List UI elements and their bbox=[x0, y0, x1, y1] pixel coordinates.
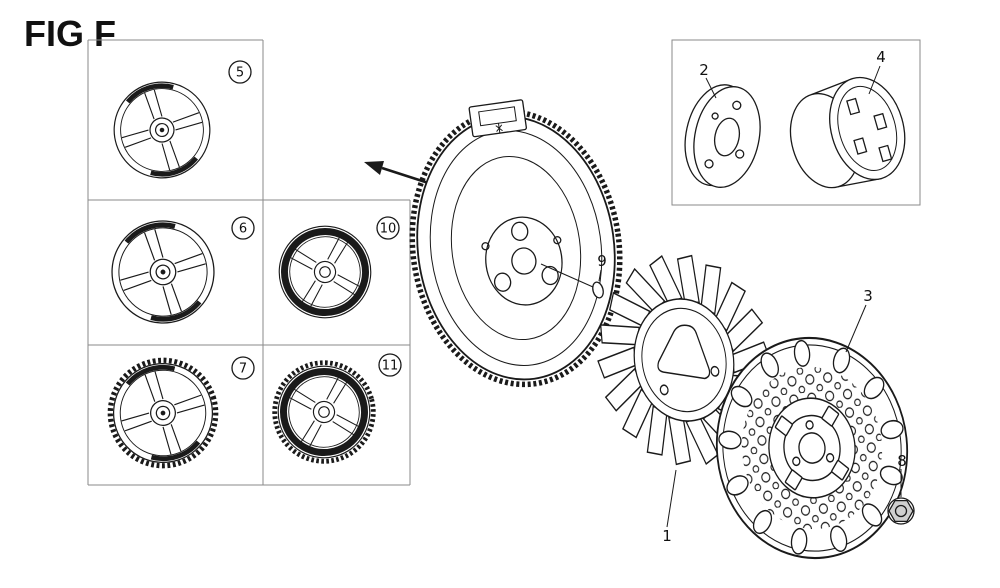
svg-text:11: 11 bbox=[382, 359, 399, 374]
variant-wheel-7 bbox=[97, 347, 230, 480]
option-box-frame bbox=[671, 39, 921, 206]
cooling-fan bbox=[595, 251, 773, 469]
starter-pulley bbox=[715, 336, 909, 560]
woodruff-key bbox=[540, 263, 604, 299]
flange-nut bbox=[887, 497, 915, 525]
callout-5: 5 bbox=[228, 60, 252, 84]
callout-4: 4 bbox=[876, 48, 886, 66]
callout-2: 2 bbox=[699, 61, 709, 79]
starter-cup bbox=[789, 76, 906, 189]
flywheel bbox=[409, 99, 623, 388]
callout-8: 8 bbox=[897, 452, 907, 470]
callout-1: 1 bbox=[662, 527, 672, 545]
svg-text:5: 5 bbox=[236, 66, 244, 81]
variant-wheel-6 bbox=[99, 208, 227, 336]
callout-3: 3 bbox=[863, 287, 873, 305]
point-plate bbox=[684, 84, 761, 188]
callout-2-leader bbox=[705, 77, 717, 99]
variant-wheel-10 bbox=[258, 205, 392, 339]
svg-text:7: 7 bbox=[239, 362, 247, 377]
callout-1-leader bbox=[666, 469, 677, 528]
flywheel-lug bbox=[468, 99, 527, 138]
variant-wheel-5 bbox=[102, 70, 223, 191]
svg-text:6: 6 bbox=[239, 222, 247, 237]
callout-6: 6 bbox=[231, 216, 255, 240]
callout-11: 11 bbox=[378, 353, 402, 377]
variant-wheel-11 bbox=[257, 345, 391, 479]
callout-3-leader bbox=[845, 304, 867, 353]
callout-9: 9 bbox=[597, 252, 607, 270]
figure-title: FIG F bbox=[24, 13, 116, 54]
callout-4-leader bbox=[868, 65, 881, 95]
callout-10: 10 bbox=[376, 216, 400, 240]
callout-7: 7 bbox=[231, 356, 255, 380]
svg-text:10: 10 bbox=[380, 222, 397, 237]
